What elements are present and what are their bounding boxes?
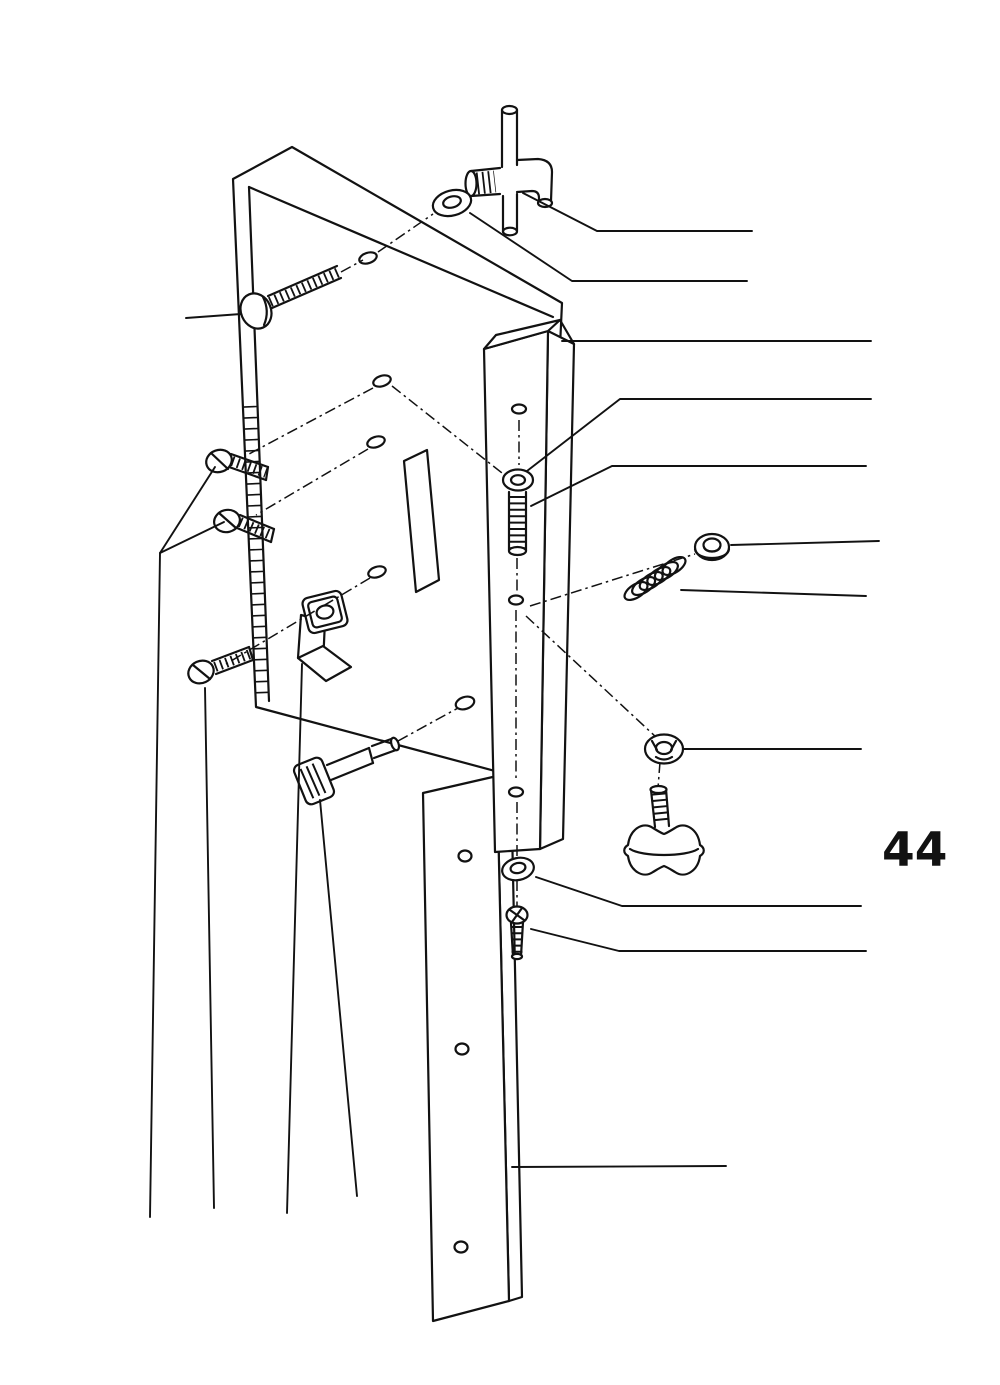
leader-line — [535, 876, 862, 907]
flat-washer-bottom — [501, 856, 535, 882]
leader-line — [319, 799, 358, 1197]
flat-washer-top — [431, 188, 473, 218]
leader-line — [185, 313, 242, 319]
support-bar — [421, 774, 524, 1323]
plate-hole — [454, 695, 476, 711]
plate-hole — [367, 565, 387, 579]
leader-line — [530, 928, 867, 952]
plate-slot — [402, 448, 441, 594]
pivot-pin-assembly — [464, 104, 554, 237]
fence-bar-hole — [507, 786, 525, 798]
threaded-stud — [507, 490, 528, 557]
support-bar-hole — [453, 1240, 469, 1254]
leader-line — [159, 521, 225, 554]
fence-bar-hole — [507, 594, 525, 606]
round-head-bolt — [239, 264, 343, 330]
bottom-screw — [505, 905, 529, 961]
leader-line — [511, 1165, 727, 1168]
leader-line — [286, 663, 303, 1214]
compression-spring — [623, 555, 687, 602]
push-nut — [643, 733, 685, 765]
leader-line — [204, 687, 215, 1209]
leader-line — [530, 465, 867, 507]
leader-line — [469, 212, 748, 282]
leader-line — [526, 398, 872, 472]
bar-washer — [501, 468, 535, 492]
leader-line — [522, 192, 753, 232]
fence-bar — [482, 318, 576, 854]
leader-line — [149, 552, 161, 1218]
support-bar-hole — [457, 849, 473, 863]
leader-line — [680, 589, 867, 597]
callout-44-label: 44 — [882, 823, 947, 878]
knob-bolt — [292, 736, 401, 806]
leader-line — [730, 540, 880, 546]
square-nut — [301, 589, 349, 635]
pan-head-screw-lower — [187, 645, 255, 685]
pan-head-screw-upper — [205, 448, 270, 482]
round-nut — [693, 532, 731, 562]
leader-lines — [149, 192, 880, 1218]
plate-hole — [358, 251, 378, 265]
pan-head-screw-middle — [213, 508, 276, 544]
leader-line — [159, 466, 216, 554]
plate-holes — [358, 251, 476, 711]
plate-hole — [366, 435, 386, 449]
wing-knob-screw — [623, 784, 705, 876]
plate-hole — [372, 374, 392, 388]
support-bar-hole — [454, 1042, 470, 1056]
fence-bar-hole — [510, 403, 528, 415]
